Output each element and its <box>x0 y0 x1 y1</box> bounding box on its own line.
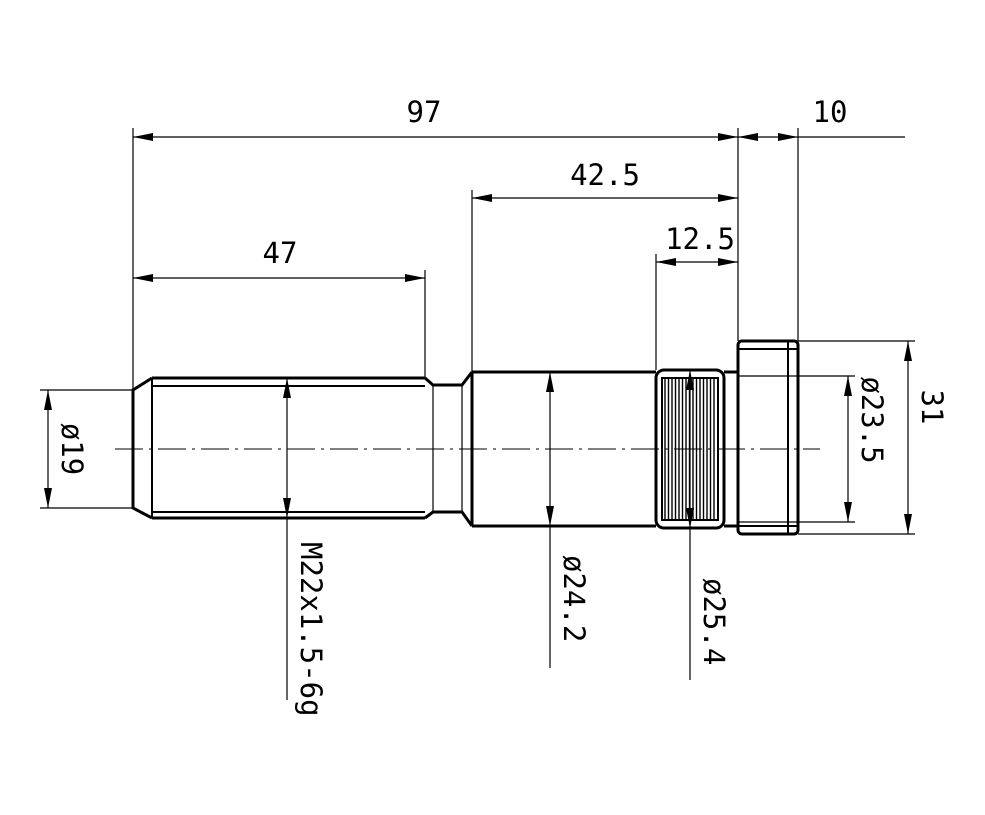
bolt-outline <box>131 339 800 536</box>
dim-head-length: 10 <box>813 95 848 129</box>
dim-head-diameter: 31 <box>915 390 949 425</box>
dim-thread-minor-diameter: ø19 <box>55 423 89 475</box>
dim-head-inner-diameter: ø23.5 <box>855 376 889 463</box>
dim-knurl-diameter: ø25.4 <box>697 578 731 665</box>
dim-knurl-length: 12.5 <box>665 222 735 256</box>
dim-shank-length: 42.5 <box>570 158 640 192</box>
dim-thread-length: 47 <box>263 236 298 270</box>
dim-thread-spec: M22x1.5-6g <box>294 542 328 717</box>
dim-total-length: 97 <box>407 95 442 129</box>
dim-shank-diameter: ø24.2 <box>557 555 591 642</box>
extension-lines <box>40 128 915 535</box>
dimension-lines <box>44 133 912 700</box>
